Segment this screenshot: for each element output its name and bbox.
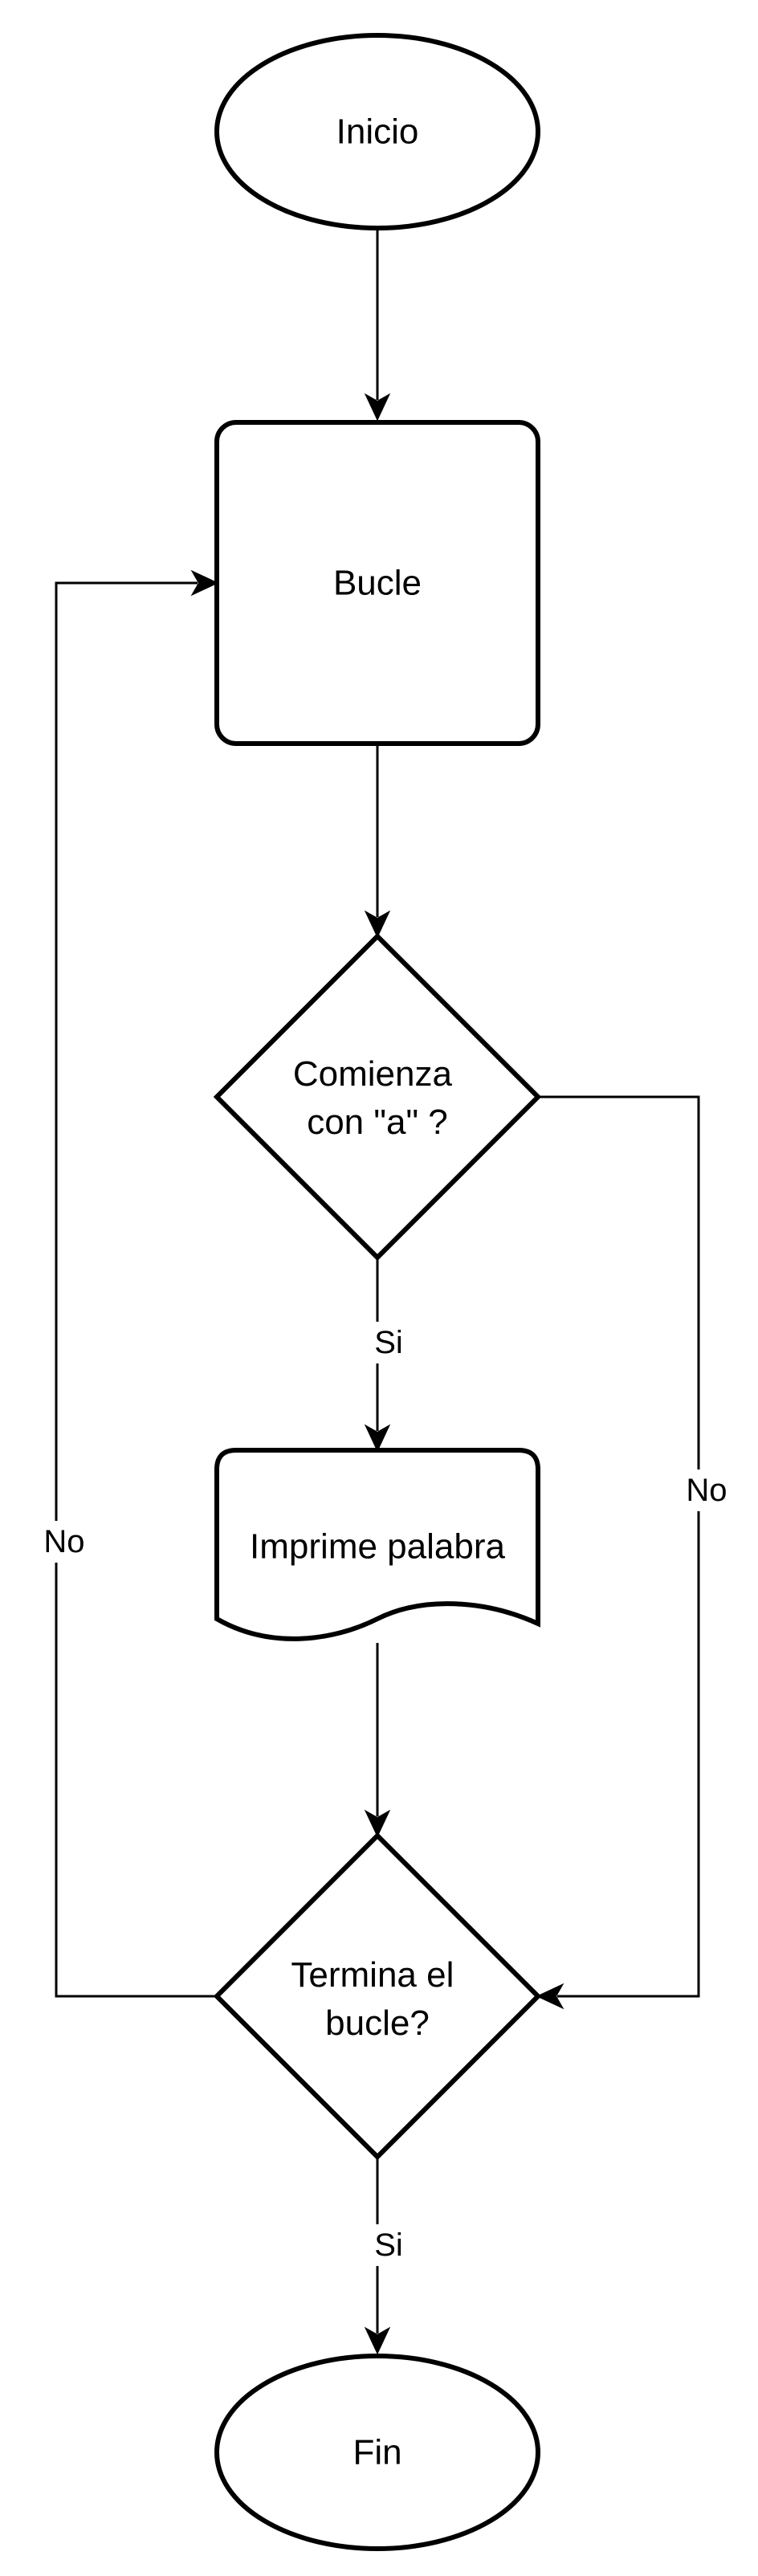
- node-imprime-shape: [214, 1448, 540, 1641]
- node-comienza-shape: [213, 932, 542, 1262]
- node-fin: Fin: [214, 2354, 540, 2551]
- node-inicio-shape: [214, 33, 540, 230]
- node-imprime: Imprime palabra: [214, 1448, 540, 1641]
- node-fin-label: Fin: [353, 2433, 401, 2472]
- node-termina-shape: [213, 1832, 542, 2161]
- node-bucle-shape: [214, 420, 540, 746]
- node-comienza-label-line2: con "a" ?: [307, 1103, 448, 1142]
- node-termina-label: Termina el bucle?: [291, 1955, 463, 2043]
- edge-label-termina-si: Si: [374, 2228, 403, 2263]
- edge-label-comienza-si: Si: [374, 1325, 403, 1360]
- node-inicio-label: Inicio: [336, 112, 419, 152]
- node-termina: Termina el bucle?: [213, 1832, 542, 2161]
- node-inicio: Inicio: [214, 33, 540, 230]
- node-fin-shape: [214, 2354, 540, 2551]
- arrowhead-comienza-top: [364, 910, 391, 939]
- arrowhead-bucle-top: [364, 393, 391, 422]
- arrowhead-imprime-top: [364, 1424, 391, 1453]
- node-comienza-label-line1: Comienza: [293, 1054, 453, 1094]
- edge-label-comienza-no: No: [686, 1473, 727, 1508]
- edge-comienza-no-to-termina: [538, 1095, 700, 1998]
- node-bucle: Bucle: [214, 420, 540, 746]
- node-imprime-label: Imprime palabra: [250, 1527, 505, 1567]
- node-comienza: Comienza con "a" ?: [213, 932, 542, 1262]
- edge-label-termina-no: No: [43, 1524, 84, 1559]
- node-bucle-label: Bucle: [333, 564, 422, 603]
- edge-termina-no-to-bucle: [55, 581, 217, 1998]
- arrowhead-bucle-left: [190, 569, 219, 597]
- arrowhead-termina-top: [364, 1809, 391, 1838]
- node-termina-label-line1: Termina el: [291, 1955, 454, 1995]
- node-comienza-label: Comienza con "a" ?: [293, 1054, 462, 1142]
- arrowhead-termina-right: [536, 1983, 564, 2010]
- node-termina-label-line2: bucle?: [325, 2003, 430, 2043]
- arrowhead-fin-top: [364, 2326, 391, 2355]
